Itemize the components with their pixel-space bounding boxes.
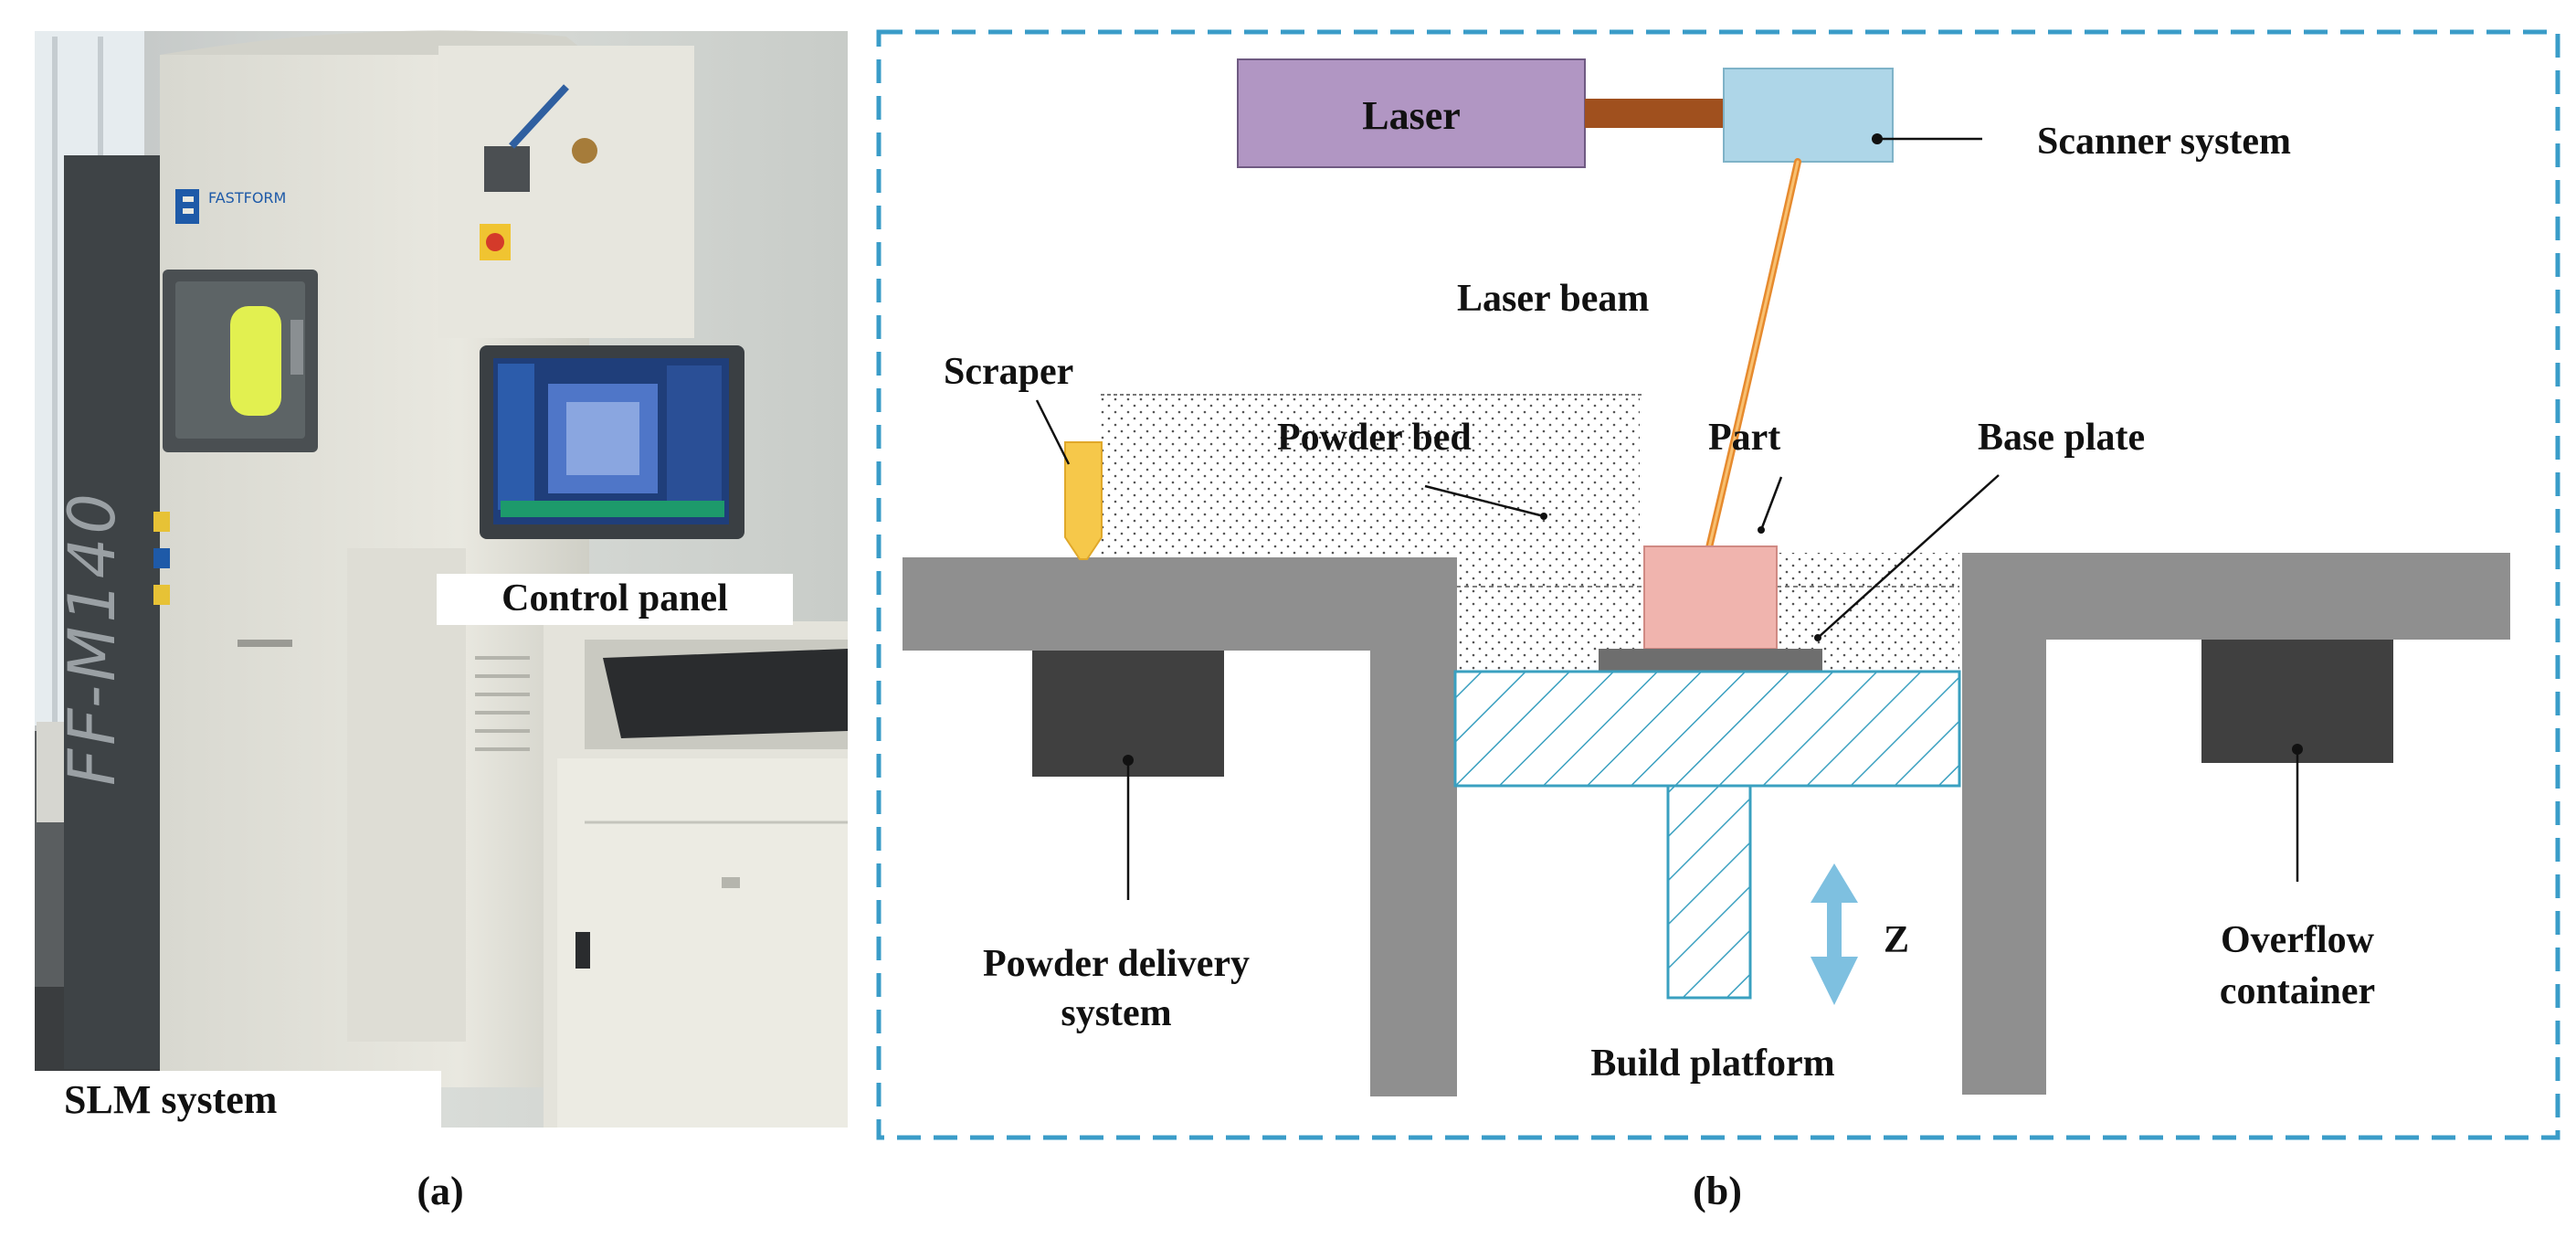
part (1643, 545, 1778, 650)
part-leader-line (1759, 476, 1783, 531)
laser-connector (1585, 99, 1724, 128)
laser-label: Laser (1362, 93, 1461, 138)
powder-delivery-label-2: system (1061, 992, 1171, 1034)
build-chamber-window (163, 270, 318, 452)
overflow-container-box (2201, 640, 2393, 763)
slm-photo: FF-M140 FASTFORM (35, 30, 848, 1131)
build-platform-piston (1666, 784, 1752, 1000)
brand-logo: FASTFORM (175, 189, 286, 224)
control-panel-screen (480, 345, 744, 539)
scanner-box (1723, 68, 1894, 163)
powder-bed-leader-line (1424, 484, 1545, 518)
overflow-label-2: container (2220, 970, 2375, 1012)
powder-delivery-frame (903, 557, 1457, 1096)
scanner-system-label: Scanner system (2037, 121, 2291, 163)
slm-system-label: SLM system (64, 1077, 277, 1122)
build-platform-table (1453, 670, 1961, 788)
build-platform-label: Build platform (1590, 1043, 1834, 1085)
z-axis-label: Z (1884, 919, 1909, 961)
control-panel-label: Control panel (501, 577, 728, 619)
powder-bed-left (1101, 395, 1640, 557)
caption-a: (a) (417, 1169, 463, 1213)
overflow-frame (1962, 553, 2510, 1095)
powder-bed-label: Powder bed (1277, 417, 1472, 459)
laser-beam-label: Laser beam (1457, 278, 1649, 320)
base-plate-leader-line (1817, 474, 2000, 639)
scraper (1064, 441, 1103, 560)
control-panel-label-box (437, 574, 793, 625)
diagram-border (876, 29, 2560, 1140)
caption-b: (b) (1693, 1169, 1742, 1213)
machine-side (64, 155, 164, 1069)
base-plate (1599, 649, 1822, 671)
model-text: FF-M140 (55, 490, 130, 786)
z-axis-arrow (1811, 863, 1858, 1005)
sieving-station (544, 621, 848, 1128)
brand-name: FASTFORM (208, 189, 286, 206)
scraper-leader-line (1035, 399, 1071, 465)
scraper-label: Scraper (944, 351, 1073, 393)
laser-box (1237, 58, 1586, 168)
part-label: Part (1708, 417, 1780, 459)
slm-system-label-box (35, 1071, 441, 1131)
base-plate-label: Base plate (1978, 417, 2145, 459)
overflow-label-1: Overflow (2221, 919, 2375, 961)
powder-delivery-label-1: Powder delivery (983, 943, 1250, 985)
